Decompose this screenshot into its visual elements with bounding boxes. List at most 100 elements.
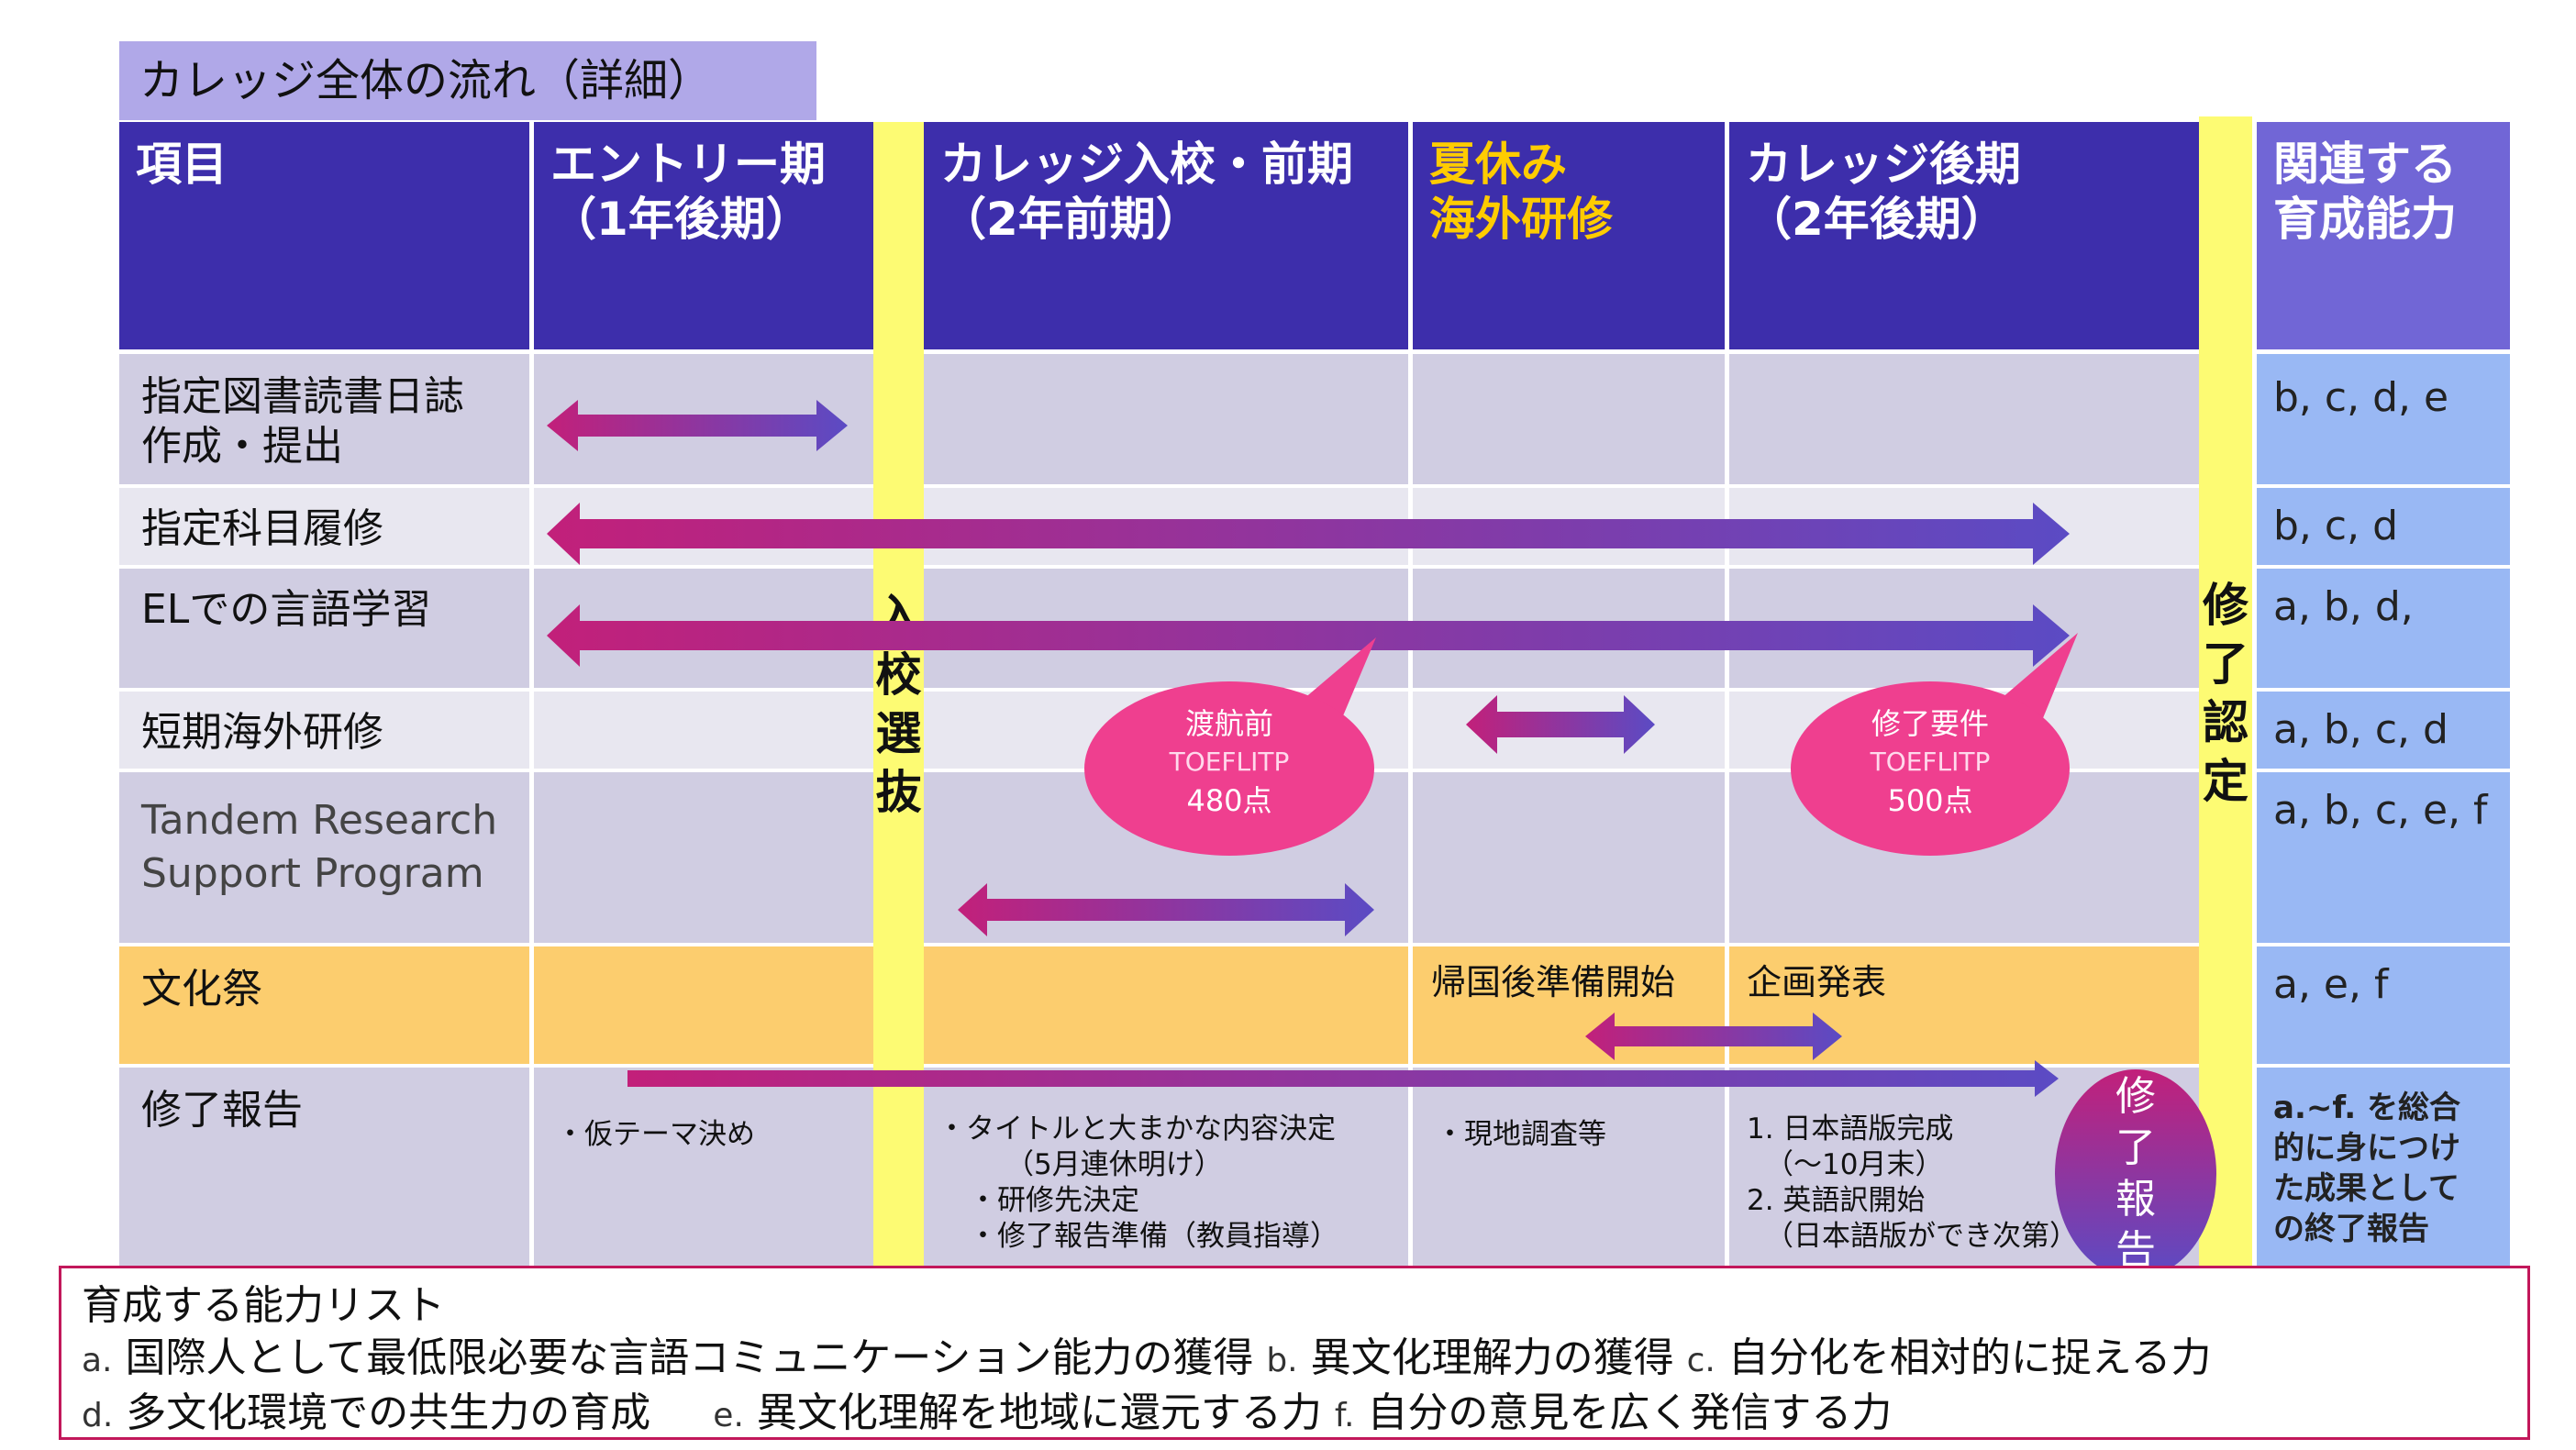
legend-text: 異文化理解を地域に還元する力 (756, 1389, 1322, 1436)
skills-text: a.~f. を総合 (2273, 1090, 2461, 1126)
skills-text: 的に身につけ (2273, 1130, 2460, 1167)
report-note-summer: ・現地調査等 (1436, 1118, 1606, 1151)
skills-text: a, e, f (2273, 961, 2389, 1008)
skills-legend: 育成する能力リスト a. 国際人として最低限必要な言語コミュニケーション能力の獲… (59, 1266, 2530, 1440)
header-skills-line1: 関連する (2273, 138, 2457, 191)
skills-text: a, b, d, (2273, 583, 2414, 630)
row-label-courses: 指定科目履修 (119, 490, 529, 569)
row-label-line: ELでの言語学習 (141, 586, 432, 633)
row-label-line: Tandem Research (141, 797, 498, 844)
skills-cell: b, c, d (2257, 488, 2510, 565)
report-char: 修 (2115, 1073, 2156, 1120)
skills-text: の終了報告 (2273, 1211, 2429, 1247)
header-entry-line2: （1年後期） (550, 193, 812, 246)
reading-arrow (547, 400, 848, 451)
row-label-tandem: Tandem Research Support Program (119, 780, 529, 915)
header-first: カレッジ入校・前期 （2年前期） (924, 122, 1408, 349)
tandem-arrow (958, 883, 1374, 936)
note-line: （日本語版ができ次第） (1765, 1220, 2078, 1253)
row-label-el: ELでの言語学習 (119, 570, 529, 649)
row-bg-culture (119, 946, 2199, 1064)
skills-text: a, b, c, e, f (2273, 787, 2488, 834)
culture-note-summer: 帰国後準備開始 (1431, 962, 1676, 1002)
col-divider (1725, 354, 1729, 1266)
note-line: ・修了報告準備（教員指導） (969, 1220, 1338, 1253)
bubble-completion (1791, 681, 2070, 856)
certification-label: 修 了 認 定 (2199, 576, 2252, 811)
selection-label: 入 校 選 抜 (873, 587, 924, 822)
skills-text: a, b, c, d (2273, 706, 2448, 753)
row-label-line: 作成・提出 (141, 423, 343, 470)
note-line: （5月連休明け） (1005, 1148, 1223, 1181)
courses-arrow (547, 503, 2070, 565)
legend-key: c. (1686, 1342, 1715, 1379)
row-label-culture: 文化祭 (119, 950, 529, 1029)
bubble-title: 渡航前 (1184, 706, 1273, 741)
row-label-line: 指定図書読書日誌 (141, 373, 464, 420)
legend-line: d. 多文化環境での共生力の育成 e. 異文化理解を地域に還元する力 f. 自分… (82, 1387, 2507, 1442)
culture-arrow (1585, 1013, 1842, 1060)
note-line: ・研修先決定 (969, 1184, 1139, 1217)
header-first-line1: カレッジ入校・前期 (940, 138, 1353, 191)
header-second-line1: カレッジ後期 (1746, 138, 2021, 191)
row-label-report: 修了報告 (119, 1071, 529, 1150)
el-arrow (547, 604, 2070, 667)
row-bg-reading (119, 354, 2199, 484)
header-summer-line2: 海外研修 (1429, 193, 1613, 246)
skills-cell: a, b, c, d (2257, 692, 2510, 769)
skills-text: b, c, d, e (2273, 374, 2449, 421)
row-bg-report (119, 1068, 2199, 1266)
certification-char: 定 (2203, 755, 2248, 808)
legend-key: d. (82, 1397, 114, 1434)
row-label-reading: 指定図書読書日誌 作成・提出 (119, 358, 529, 486)
row-label-abroad: 短期海外研修 (119, 693, 529, 772)
col-divider (1408, 354, 1413, 1266)
culture-note-second: 企画発表 (1747, 962, 1887, 1002)
note-line: （～10月末） (1765, 1148, 1944, 1181)
legend-text: 多文化環境での共生力の育成 (126, 1389, 651, 1436)
bubble-completion-text: 修了要件 TOEFLITP 500点 (1791, 704, 2070, 820)
header-skills: 関連する 育成能力 (2257, 122, 2510, 349)
report-char: 報 (2115, 1176, 2156, 1223)
header-skills-line2: 育成能力 (2273, 193, 2457, 246)
bubble-score: 500点 (1887, 783, 1973, 818)
report-ellipse (2055, 1069, 2216, 1278)
legend-text: 異文化理解力の獲得 (1310, 1334, 1674, 1381)
header-summer-line1: 夏休み (1429, 138, 1567, 191)
legend-line: a. 国際人として最低限必要な言語コミュニケーション能力の獲得 b. 異文化理解… (82, 1332, 2507, 1387)
skills-cell: a, b, d, (2257, 569, 2510, 688)
certification-char: 了 (2203, 637, 2248, 691)
skills-cell: a, b, c, e, f (2257, 772, 2510, 943)
note-line: 1. 日本語版完成 (1747, 1112, 1954, 1146)
header-summer: 夏休み 海外研修 (1413, 122, 1725, 349)
skills-cell: b, c, d, e (2257, 354, 2510, 484)
note-line: 2. 英語訳開始 (1747, 1184, 1926, 1217)
legend-text: 自分化を相対的に捉える力 (1727, 1334, 2212, 1381)
row-label-line: Support Program (141, 850, 484, 897)
header-entry: エントリー期 （1年後期） (534, 122, 873, 349)
header-second-line2: （2年後期） (1746, 193, 2007, 246)
report-note-entry: ・仮テーマ決め (556, 1118, 755, 1151)
report-char: 了 (2115, 1124, 2156, 1171)
selection-char: 選 (875, 707, 922, 760)
header-entry-line1: エントリー期 (550, 138, 826, 191)
legend-key: f. (1334, 1397, 1355, 1434)
header-item-label: 項目 (136, 138, 228, 191)
header-item: 項目 (119, 122, 529, 349)
selection-char: 抜 (875, 766, 922, 819)
note-line: ・タイトルと大まかな内容決定 (938, 1112, 1336, 1146)
row-label-line: 指定科目履修 (141, 505, 383, 552)
legend-title: 育成する能力リスト (82, 1282, 445, 1329)
bubble-before-departure (1084, 681, 1374, 856)
skills-text: b, c, d (2273, 503, 2398, 549)
report-note-first: ・タイトルと大まかな内容決定 （5月連休明け） ・研修先決定 ・修了報告準備（教… (938, 1112, 1338, 1255)
row-label-line: 短期海外研修 (141, 709, 383, 756)
report-arrow (627, 1060, 2059, 1097)
certification-char: 修 (2203, 579, 2248, 632)
abroad-arrow (1466, 695, 1655, 754)
skills-cell: a, e, f (2257, 946, 2510, 1064)
legend-key: b. (1266, 1342, 1298, 1379)
report-note-second: 1. 日本語版完成 （～10月末） 2. 英語訳開始 （日本語版ができ次第） (1747, 1112, 2078, 1255)
report-label: 修 了 報 告 (2101, 1071, 2171, 1277)
